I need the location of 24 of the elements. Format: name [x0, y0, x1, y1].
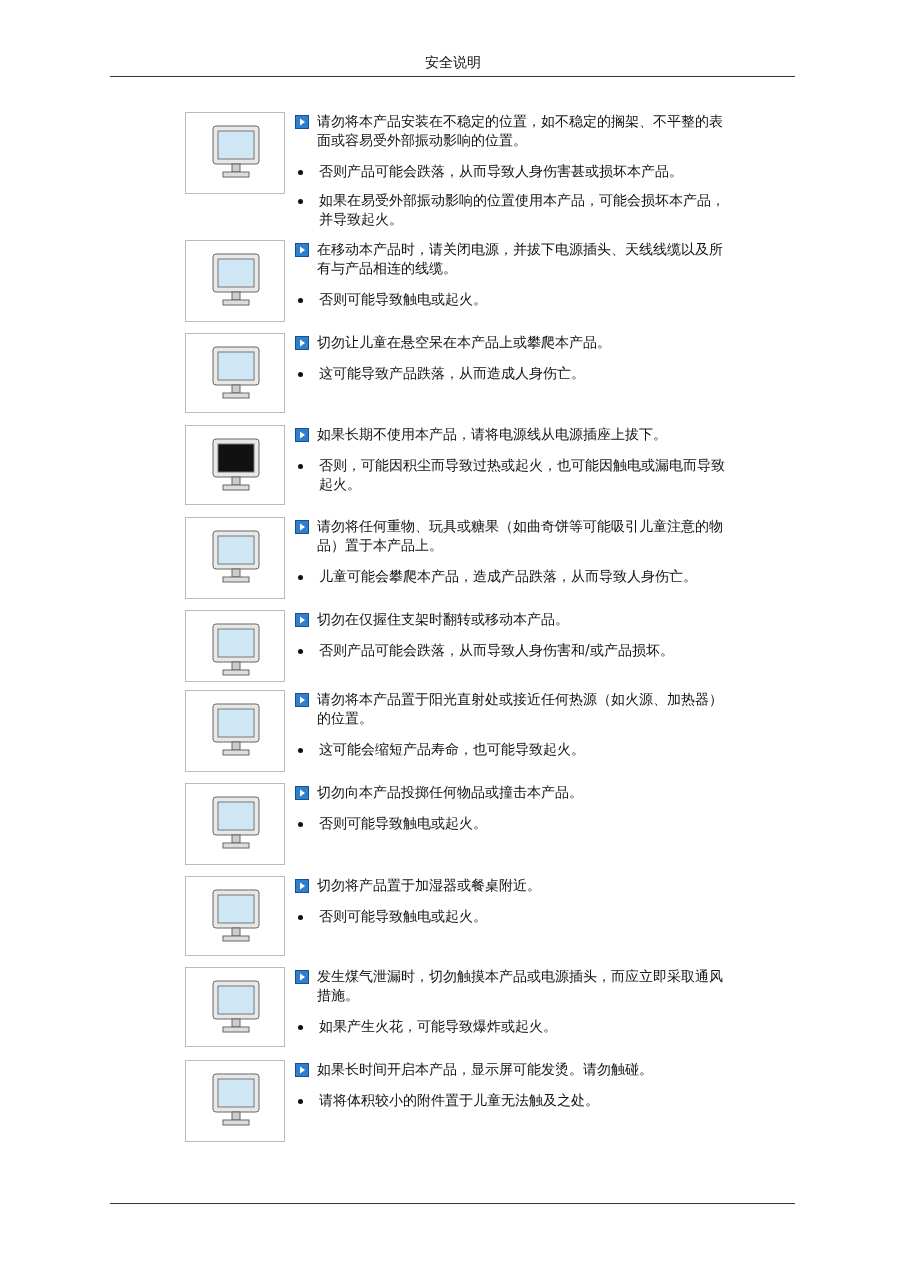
warning-detail: 如果产生火花，可能导致爆炸或起火。	[319, 1018, 557, 1034]
warning-detail: 否则产品可能会跌落，从而导致人身伤害甚或损坏本产品。	[319, 163, 683, 179]
warning-heading: 切勿在仅握住支架时翻转或移动本产品。	[317, 611, 569, 627]
warning-heading: 请勿将本产品置于阳光直射处或接近任何热源（如火源、加热器）的位置。	[317, 691, 723, 726]
warning-heading: 在移动本产品时，请关闭电源，并拔下电源插头、天线线缆以及所有与产品相连的线缆。	[317, 241, 723, 276]
warning-detail: 否则可能导致触电或起火。	[319, 815, 487, 831]
warning-detail: 如果在易受外部振动影响的位置使用本产品，可能会损坏本产品，并导致起火。	[319, 192, 725, 227]
warning-heading: 切勿向本产品投掷任何物品或撞击本产品。	[317, 784, 583, 800]
warning-heading: 请勿将本产品安装在不稳定的位置，如不稳定的搁架、不平整的表面或容易受外部振动影响的位置。	[317, 113, 723, 148]
warning-heading: 请勿将任何重物、玩具或糖果（如曲奇饼等可能吸引儿童注意的物品）置于本产品上。	[317, 518, 723, 553]
warning-heading: 切勿让儿童在悬空呆在本产品上或攀爬本产品。	[317, 334, 611, 350]
warning-detail: 请将体积较小的附件置于儿童无法触及之处。	[319, 1092, 599, 1108]
warning-detail: 这可能会缩短产品寿命，也可能导致起火。	[319, 741, 585, 757]
warning-detail: 儿童可能会攀爬本产品，造成产品跌落，从而导致人身伤亡。	[319, 568, 697, 584]
warning-heading: 如果长期不使用本产品，请将电源线从电源插座上拔下。	[317, 426, 667, 442]
warning-detail: 这可能导致产品跌落，从而造成人身伤亡。	[319, 365, 585, 381]
page-title: 安全说明	[423, 54, 482, 72]
warning-heading: 发生煤气泄漏时，切勿触摸本产品或电源插头，而应立即采取通风措施。	[317, 968, 723, 1003]
warning-detail: 否则，可能因积尘而导致过热或起火，也可能因触电或漏电而导致起火。	[319, 457, 725, 492]
warning-detail: 否则可能导致触电或起火。	[319, 908, 487, 924]
warning-heading: 切勿将产品置于加湿器或餐桌附近。	[317, 877, 541, 893]
warning-detail: 否则可能导致触电或起火。	[319, 291, 487, 307]
warning-detail: 否则产品可能会跌落，从而导致人身伤害和/或产品损坏。	[319, 642, 674, 658]
warning-heading: 如果长时间开启本产品，显示屏可能发烫。请勿触碰。	[317, 1061, 653, 1077]
